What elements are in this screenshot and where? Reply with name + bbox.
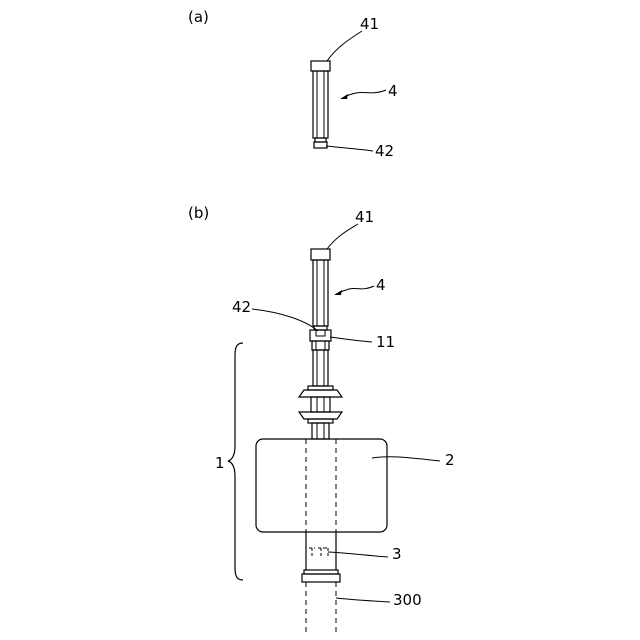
panel-a-leaders (326, 31, 386, 151)
leader-a-42 (326, 146, 373, 151)
leader-a-41 (327, 31, 362, 61)
panel-b-joint-11 (310, 330, 331, 350)
leader-b-42 (252, 309, 318, 331)
panel-b-tube (313, 260, 328, 326)
leader-a-4 (343, 90, 386, 98)
leader-b-11 (330, 337, 372, 342)
panel-b-component-4 (311, 249, 330, 330)
panel-a-component-4 (311, 61, 330, 148)
panel-a-bottom-42 (314, 142, 327, 148)
leader-b-41 (327, 224, 358, 249)
arrowhead-b-4 (334, 290, 342, 295)
panel-b-brace-1 (228, 343, 243, 580)
panel-a-cap-41 (311, 61, 330, 71)
panel-a-tube (313, 71, 328, 138)
panel-b-cap-41 (311, 249, 330, 260)
panel-b-leaders (252, 224, 440, 602)
panel-b-stem (299, 350, 342, 439)
leader-b-300 (336, 598, 390, 602)
leader-b-3 (328, 552, 388, 557)
panel-b-lower-part-3 (302, 532, 340, 582)
panel-b-body-2 (256, 439, 387, 532)
arrowhead-a-4 (340, 94, 348, 99)
leader-b-4 (337, 286, 374, 294)
leader-b-2 (372, 457, 440, 461)
